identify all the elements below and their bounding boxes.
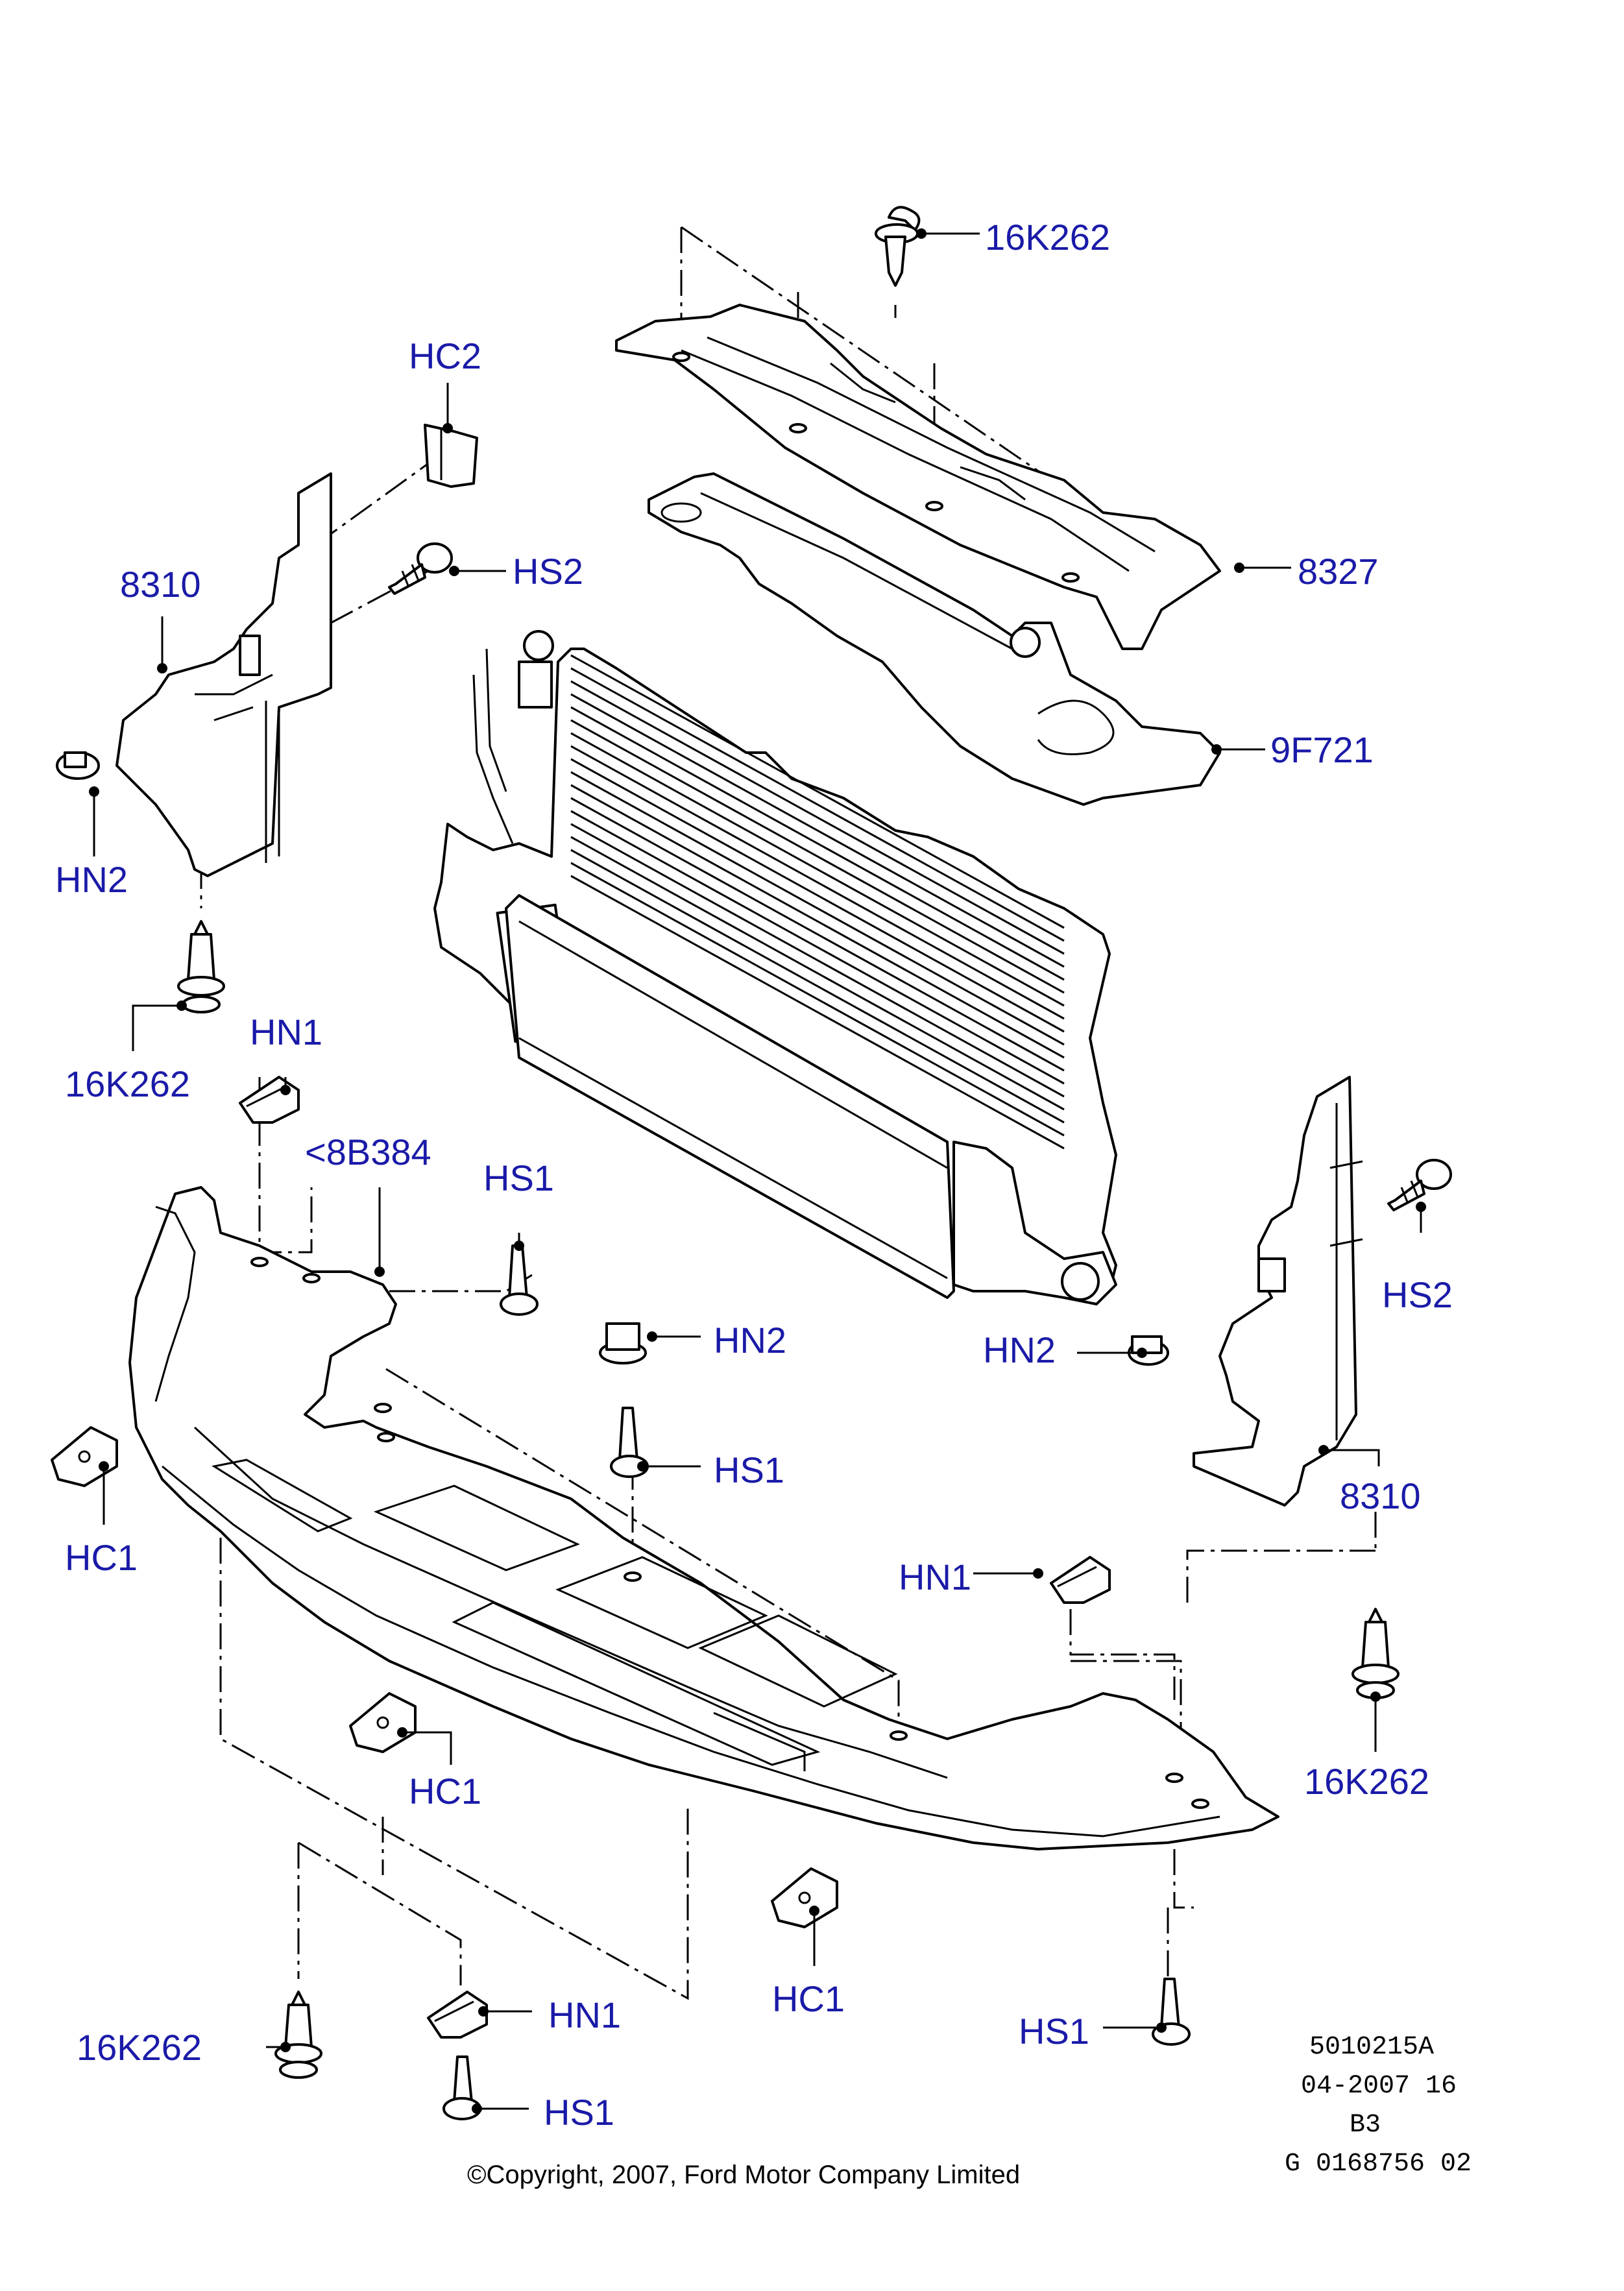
air-deflector-8310-left <box>115 472 332 877</box>
label-hs2-right: HS2 <box>1382 1274 1453 1315</box>
label-9f721: 9F721 <box>1270 729 1374 770</box>
push-pin-16k262-bottom <box>274 1991 322 2079</box>
clip-hc1-mid <box>349 1692 417 1753</box>
seal-9f721 <box>648 472 1221 806</box>
air-deflector-8310-right <box>1193 1076 1363 1507</box>
copyright-notice: ©Copyright, 2007, Ford Motor Company Lim… <box>467 2161 1020 2189</box>
ref-line-2: 04-2007 16 <box>1301 2072 1457 2101</box>
label-hc2: HC2 <box>409 335 481 376</box>
label-hn2-right: HN2 <box>983 1329 1056 1370</box>
label-hs1-center: HS1 <box>714 1449 784 1490</box>
label-hn1-bottom: HN1 <box>548 1994 621 2035</box>
label-hc1-left: HC1 <box>65 1537 138 1578</box>
push-pin-16k262-top <box>875 206 921 287</box>
push-pin-16k262-right <box>1351 1608 1400 1699</box>
push-pin-16k262-left <box>177 920 225 1013</box>
label-16k262-bottom: 16K262 <box>77 2027 202 2068</box>
ref-line-3: B3 <box>1350 2111 1381 2140</box>
label-8327: 8327 <box>1298 551 1379 592</box>
label-hs1-bottom: HS1 <box>544 2092 614 2133</box>
clip-hc2 <box>424 424 478 488</box>
nut-hn2-left <box>56 751 100 780</box>
clip-nut-hn1-right <box>1050 1556 1111 1604</box>
clip-nut-hn1-upper <box>239 1076 300 1124</box>
clip-nut-hn1-bottom <box>427 1991 488 2039</box>
label-8310-left: 8310 <box>120 564 201 605</box>
splash-shield-8b384 <box>128 1186 1279 1850</box>
clip-hc1-low <box>771 1867 838 1928</box>
label-hn1-right: HN1 <box>899 1557 971 1597</box>
radiator-core-fins <box>570 654 1065 1150</box>
label-hn2-center: HN2 <box>714 1320 786 1361</box>
nut-hn2-center <box>599 1322 647 1364</box>
screw-hs1-right <box>1152 1978 1191 2046</box>
label-hc1-mid: HC1 <box>409 1771 481 1812</box>
clip-hc1-left <box>51 1426 118 1487</box>
screw-hs1-bottom <box>442 2055 481 2120</box>
screw-hs1-upper <box>500 1244 539 1316</box>
label-hc1-low: HC1 <box>772 1978 845 2019</box>
callout-labels: 16K262 HC2 HS2 8310 8327 9F721 HN2 16K26… <box>55 217 1453 2133</box>
label-16k262-top: 16K262 <box>985 217 1110 258</box>
screw-hs2-left <box>388 542 453 595</box>
label-hn1-upper: HN1 <box>250 1012 322 1052</box>
label-hs1-right: HS1 <box>1019 2011 1089 2052</box>
ref-line-4: G 0168756 02 <box>1285 2150 1472 2179</box>
label-hs2-left: HS2 <box>513 551 583 592</box>
nut-hn2-right <box>1128 1335 1169 1366</box>
ref-line-1: 5010215A <box>1309 2033 1434 2062</box>
drawing-reference-block: 5010215A 04-2007 16 B3 G 0168756 02 <box>1285 2033 1472 2179</box>
label-16k262-left: 16K262 <box>65 1063 190 1104</box>
leader-lines <box>89 228 1426 2114</box>
radiator-assembly <box>433 627 1117 1305</box>
screw-hs2-right <box>1387 1159 1452 1211</box>
label-16k262-right: 16K262 <box>1304 1761 1429 1802</box>
label-8b384: <8B384 <box>305 1132 431 1172</box>
label-hn2-left: HN2 <box>55 859 128 900</box>
label-hs1-upper: HS1 <box>483 1158 554 1198</box>
air-deflector-8327 <box>615 304 1221 650</box>
label-8310-right: 8310 <box>1340 1475 1421 1516</box>
